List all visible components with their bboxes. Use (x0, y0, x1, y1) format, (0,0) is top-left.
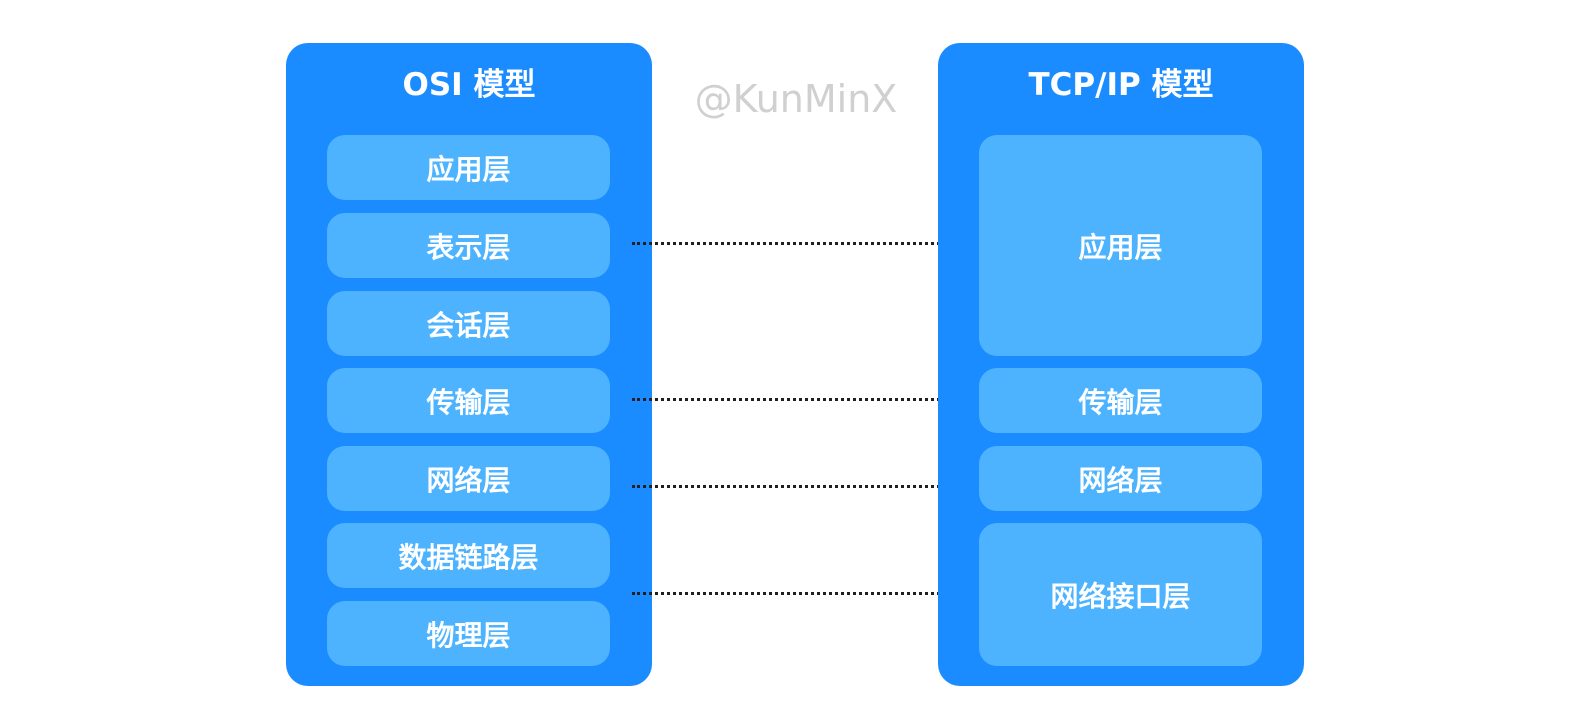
osi-model-title: OSI 模型 (402, 67, 536, 103)
osi-layer-session: 会话层 (327, 291, 610, 356)
osi-layer-transport: 传输层 (327, 368, 610, 433)
connector-application (632, 242, 958, 245)
tcpip-layer-transport: 传输层 (979, 368, 1262, 433)
tcpip-model-panel: TCP/IP 模型 应用层 传输层 网络层 网络接口层 (938, 43, 1304, 686)
connector-transport (632, 398, 958, 401)
osi-layer-data-link: 数据链路层 (327, 523, 610, 588)
tcpip-layer-network: 网络层 (979, 446, 1262, 511)
osi-layer-network: 网络层 (327, 446, 610, 511)
connector-network (632, 485, 958, 488)
tcpip-layer-application: 应用层 (979, 135, 1262, 356)
osi-layer-application: 应用层 (327, 135, 610, 200)
connector-network-interface (632, 592, 958, 595)
osi-layer-physical: 物理层 (327, 601, 610, 666)
osi-layer-presentation: 表示层 (327, 213, 610, 278)
tcpip-model-title: TCP/IP 模型 (1028, 67, 1214, 103)
osi-model-panel: OSI 模型 应用层 表示层 会话层 传输层 网络层 数据链路层 物理层 (286, 43, 652, 686)
tcpip-layer-network-interface: 网络接口层 (979, 523, 1262, 666)
watermark-text: @KunMinX (694, 77, 898, 121)
